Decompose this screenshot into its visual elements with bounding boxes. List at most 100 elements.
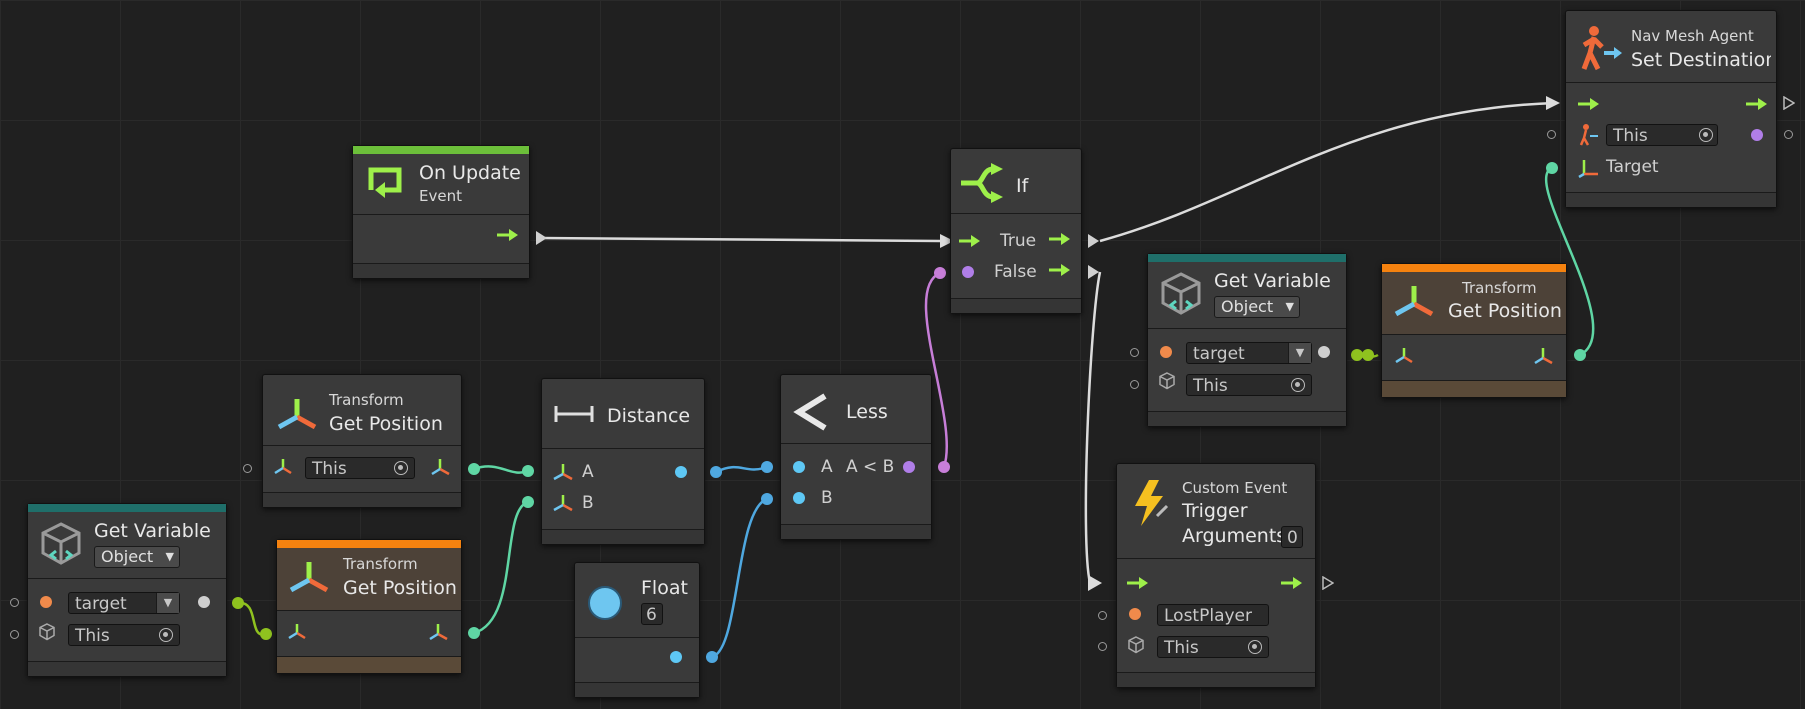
- get-position-node[interactable]: Transform Get Position: [1381, 263, 1567, 398]
- node-title: Distance: [607, 405, 691, 427]
- agent-this-field[interactable]: This: [1606, 124, 1718, 146]
- object-picker-icon[interactable]: [1248, 640, 1262, 654]
- chevron-down-icon: ▼: [1285, 300, 1294, 313]
- float-node[interactable]: Float 6: [574, 562, 700, 698]
- event-this-field[interactable]: This: [1157, 636, 1269, 658]
- true-output-icon[interactable]: [1049, 232, 1071, 246]
- cube-icon: [1159, 372, 1175, 390]
- false-output-icon[interactable]: [1049, 263, 1071, 277]
- object-picker-icon[interactable]: [1699, 128, 1713, 142]
- node-side-port[interactable]: [10, 598, 19, 607]
- variable-name-field[interactable]: target▼: [68, 592, 180, 614]
- node-side-port[interactable]: [1098, 611, 1107, 620]
- variable-output-port[interactable]: [1318, 346, 1330, 358]
- variable-kind-dropdown[interactable]: Object▼: [94, 546, 180, 568]
- node-title: Trigger: [1182, 500, 1248, 522]
- node-title: Get Variable: [1214, 270, 1331, 292]
- event-name-field[interactable]: LostPlayer: [1157, 604, 1269, 626]
- vector-icon: [1578, 160, 1598, 178]
- variable-this-field[interactable]: This: [1186, 374, 1312, 396]
- get-position-node[interactable]: Transform Get Position: [276, 539, 462, 674]
- node-title: Get Position: [1448, 300, 1562, 322]
- float-output-port[interactable]: [670, 651, 682, 663]
- node-side-port[interactable]: [1098, 642, 1107, 651]
- variable-kind-dropdown[interactable]: Object▼: [1214, 296, 1300, 318]
- output-label: A < B: [846, 457, 895, 477]
- node-side-port[interactable]: [1130, 348, 1139, 357]
- flow-output-outline-icon[interactable]: [1322, 576, 1334, 590]
- object-picker-icon[interactable]: [394, 461, 408, 475]
- flow-output-icon[interactable]: [1281, 576, 1303, 590]
- node-side-port[interactable]: [10, 630, 19, 639]
- chevron-down-icon[interactable]: ▼: [156, 593, 179, 613]
- vector-input-icon: [1395, 348, 1413, 364]
- set-destination-node[interactable]: Nav Mesh Agent Set Destination This Targ…: [1565, 10, 1777, 208]
- flow-output-icon[interactable]: [1746, 97, 1768, 111]
- wire-true-to-nav: [1099, 101, 1556, 243]
- get-variable-node[interactable]: Get Variable Object▼ target▼ This: [1147, 253, 1347, 427]
- wire-false-to-custom: [1084, 271, 1102, 584]
- wire-update-to-if: [539, 236, 941, 243]
- node-side-port[interactable]: [1130, 380, 1139, 389]
- flow-output-outline-icon[interactable]: [1783, 96, 1795, 110]
- vector-output-icon[interactable]: [1532, 344, 1554, 366]
- get-position-node[interactable]: Transform Get Position This: [262, 374, 462, 508]
- flow-port-triangle[interactable]: [536, 231, 547, 245]
- wire-getvar-right-to-pos: [1354, 352, 1379, 358]
- less-input-a-port[interactable]: [793, 461, 805, 473]
- less-input-b-port[interactable]: [793, 492, 805, 504]
- loop-arrow-icon: [368, 167, 402, 198]
- node-title: If: [1016, 175, 1029, 197]
- arguments-label: Arguments: [1182, 525, 1287, 547]
- flow-port-triangle[interactable]: [1088, 234, 1099, 248]
- condition-port[interactable]: [962, 266, 974, 278]
- object-picker-icon[interactable]: [1291, 378, 1305, 392]
- chevron-down-icon[interactable]: ▼: [1288, 343, 1311, 363]
- if-node[interactable]: If True False: [950, 148, 1082, 314]
- distance-node[interactable]: Distance A B: [541, 378, 705, 545]
- node-side-port[interactable]: [1547, 130, 1556, 139]
- lightning-icon: [1135, 480, 1169, 526]
- input-b-label: B: [821, 488, 833, 508]
- variable-this-field[interactable]: This: [68, 624, 180, 646]
- custom-event-trigger-node[interactable]: Custom Event Trigger Arguments 0 LostPla…: [1116, 463, 1316, 688]
- object-picker-icon[interactable]: [159, 628, 173, 642]
- distance-output-port[interactable]: [675, 466, 687, 478]
- float-value-field[interactable]: 6: [641, 603, 663, 625]
- agent-output-port[interactable]: [1751, 129, 1763, 141]
- input-a-label: A: [582, 462, 594, 482]
- variable-name-field[interactable]: target▼: [1186, 342, 1312, 364]
- transform-axes-icon: [289, 562, 329, 593]
- wire-getvar-left-to-pos: [237, 601, 267, 636]
- ruler-icon: [554, 406, 594, 422]
- on-update-node[interactable]: On Update Event: [352, 145, 530, 279]
- flow-output-icon[interactable]: [497, 228, 519, 242]
- less-output-port[interactable]: [903, 461, 915, 473]
- node-title: Float: [641, 577, 688, 599]
- vector-input-icon: [288, 624, 306, 640]
- node-category: Transform: [343, 555, 418, 573]
- vector-output-icon[interactable]: [429, 455, 451, 477]
- chevron-down-icon: ▼: [165, 550, 174, 563]
- node-side-port[interactable]: [1784, 130, 1793, 139]
- get-variable-node[interactable]: Get Variable Object▼ target▼ This: [27, 503, 227, 677]
- variable-name-port[interactable]: [40, 596, 52, 608]
- variable-name-port[interactable]: [1160, 346, 1172, 358]
- transform-this-field[interactable]: This: [305, 457, 415, 479]
- vector-input-icon: [553, 464, 573, 481]
- arguments-count-field[interactable]: 0: [1281, 526, 1303, 548]
- flow-input-icon[interactable]: [959, 234, 981, 248]
- vector-output-icon[interactable]: [427, 620, 449, 642]
- true-label: True: [1000, 231, 1037, 251]
- flow-port-triangle[interactable]: [1088, 265, 1099, 279]
- flow-input-icon[interactable]: [1127, 576, 1149, 590]
- less-node[interactable]: Less A A < B B: [780, 374, 932, 540]
- variable-output-port[interactable]: [198, 596, 210, 608]
- cube-icon: [1128, 636, 1144, 654]
- vector-input-icon: [553, 495, 573, 512]
- branch-icon: [961, 163, 1003, 203]
- event-name-port[interactable]: [1129, 608, 1141, 620]
- flow-input-icon[interactable]: [1578, 97, 1600, 111]
- node-title: Set Destination: [1631, 49, 1771, 71]
- node-side-port[interactable]: [243, 464, 252, 473]
